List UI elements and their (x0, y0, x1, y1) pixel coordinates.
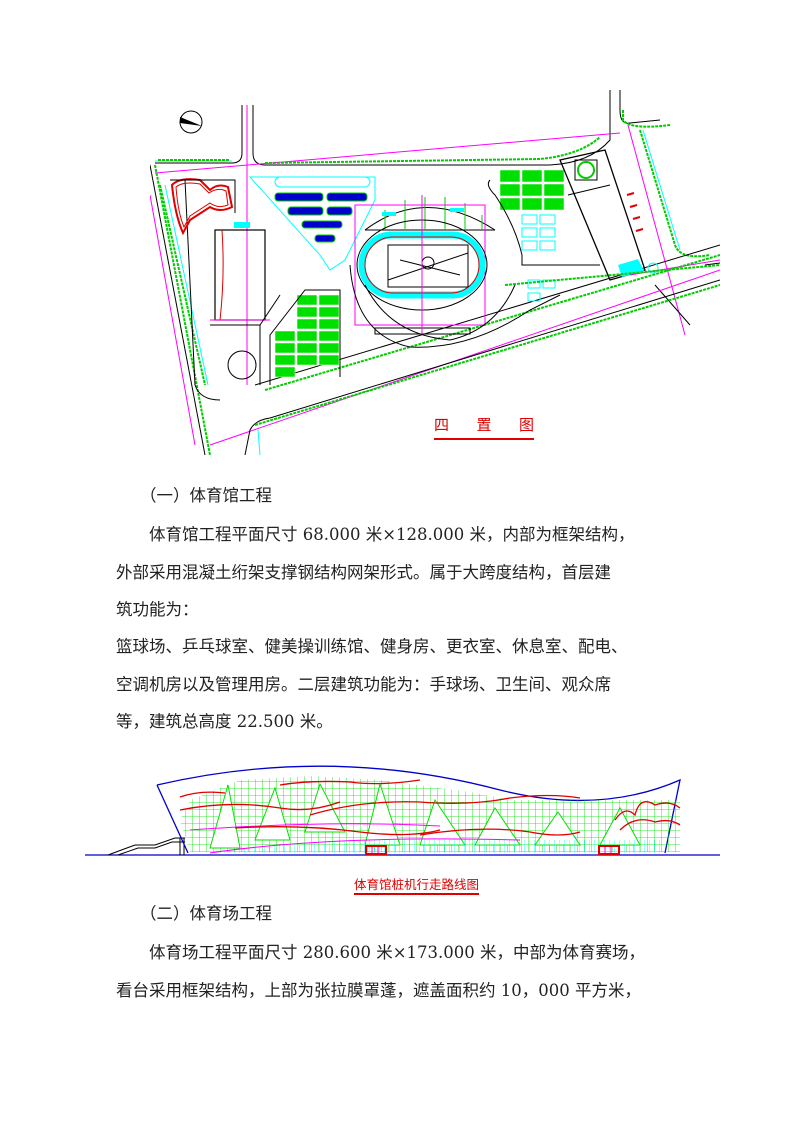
site-plan-drawing (149, 85, 721, 456)
text-line: 筑功能为： (116, 600, 199, 619)
gym-elevation-drawing (80, 760, 730, 865)
north-arrow-icon (179, 110, 203, 134)
stadium (349, 195, 561, 348)
text-line: 外部采用混凝土绗架支撑钢结构网架形式。属于大跨度结构，首层建 (116, 562, 611, 582)
section-heading-gym: （一）体育馆工程 (140, 486, 272, 505)
site-plan-title: 四 置 图 (434, 416, 534, 440)
text-line: 看台采用框架结构，上部为张拉膜罩蓬，遮盖面积约 10，000 平方米， (116, 980, 641, 1000)
stadium-paragraph-1: 体育场工程平面尺寸 280.600 米×173.000 米，中部为体育赛场， 看… (116, 934, 686, 1009)
gym-paragraph-2: 篮球场、乒乓球室、健美操训练馆、健身房、更衣室、休息室、配电、 空调机房以及管理… (116, 628, 686, 741)
text-line: 篮球场、乒乓球室、健美操训练馆、健身房、更衣室、休息室、配电、 (116, 637, 628, 656)
text-line: 等，建筑总高度 22.500 米。 (116, 712, 333, 731)
title-char: 图 (518, 416, 534, 434)
gym-paragraph-1: 体育馆工程平面尺寸 68.000 米×128.000 米，内部为框架结构， 外部… (116, 516, 686, 629)
title-char: 置 (476, 416, 492, 434)
gym-building (559, 149, 659, 281)
title-char: 四 (434, 416, 450, 434)
elevation-caption: 体育馆桩机行走路线图 (354, 877, 480, 895)
text-line: 空调机房以及管理用房。二层建筑功能为：手球场、卫生间、观众席 (116, 674, 611, 694)
text-line: 体育馆工程平面尺寸 68.000 米×128.000 米，内部为框架结构， (149, 525, 635, 544)
text-line: 体育场工程平面尺寸 280.600 米×173.000 米，中部为体育赛场， (149, 943, 646, 962)
section-heading-stadium: （二）体育场工程 (140, 904, 272, 923)
